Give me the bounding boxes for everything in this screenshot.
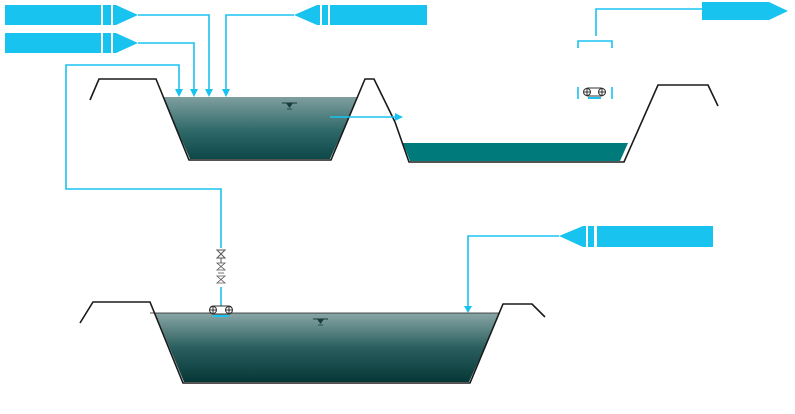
basin-water — [163, 97, 358, 159]
flow-tag-in-1[interactable] — [5, 5, 138, 25]
flow-lines — [65, 8, 702, 313]
flow-tag-in-4[interactable] — [559, 226, 713, 247]
basin-upper-left — [89, 78, 396, 161]
valve-icon[interactable] — [215, 249, 227, 284]
flow-tag-out-1[interactable] — [702, 2, 788, 20]
basin-water — [155, 313, 500, 382]
flow-tag-in-3[interactable] — [294, 5, 427, 25]
pump-icon[interactable] — [209, 305, 233, 317]
basin-upper-right — [394, 84, 719, 163]
basin-water — [403, 143, 628, 161]
flow-tag-in-2[interactable] — [5, 33, 138, 53]
basin-bank — [89, 78, 396, 161]
basin-lower — [79, 301, 546, 384]
basin-bank — [79, 301, 546, 384]
water-level-marker-icon — [282, 102, 297, 110]
pump-icon[interactable] — [583, 87, 606, 99]
water-level-marker-icon — [313, 318, 328, 326]
basin-bank — [394, 84, 719, 163]
